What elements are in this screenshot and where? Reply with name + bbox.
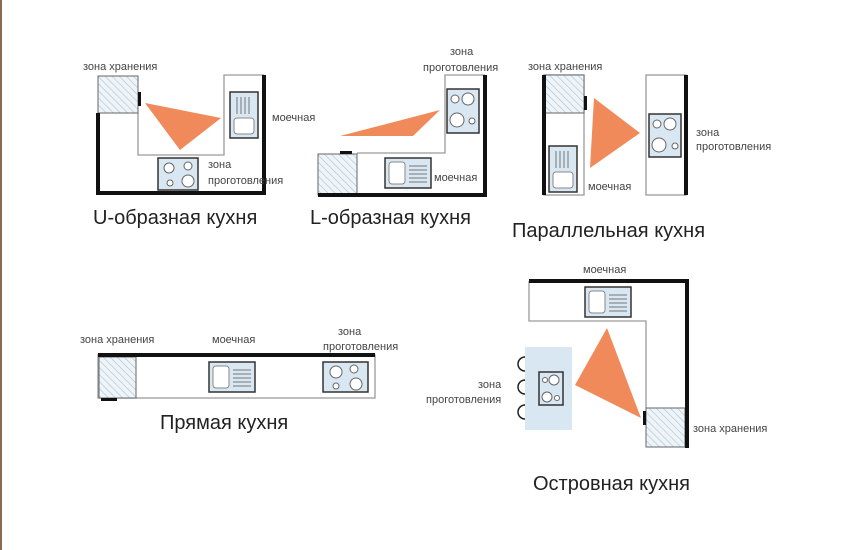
cooking-label-line2: проготовления <box>208 175 283 187</box>
cooking-label-line1: зона <box>208 159 232 171</box>
stove-icon <box>538 371 564 406</box>
cabinet-handle <box>138 92 141 106</box>
wall <box>318 75 487 197</box>
left-edge-line <box>0 0 2 550</box>
cooking-label-line1: зона <box>338 326 362 338</box>
cooking-label-line2: проготовления <box>426 394 501 406</box>
storage-cabinet <box>544 74 585 114</box>
sink-label: моечная <box>212 334 255 346</box>
wall <box>96 75 266 195</box>
storage-cabinet <box>317 153 358 196</box>
work-triangle <box>575 328 641 418</box>
work-triangle <box>145 103 221 150</box>
bar-stools <box>517 356 526 420</box>
cooking-label-line2: проготовления <box>323 341 398 353</box>
stove-icon <box>648 113 682 158</box>
parallel-kitchen-plan: зона хранения моечная зона проготовления… <box>512 61 771 242</box>
cabinet-handle <box>340 151 352 154</box>
sink-icon <box>384 157 432 189</box>
parallel-kitchen-title: Параллельная кухня <box>512 220 705 242</box>
wall <box>529 279 689 448</box>
cooking-label-line1: зона <box>478 379 502 391</box>
cabinet-handle <box>101 398 117 401</box>
cooking-label-line2: проготовления <box>423 62 498 74</box>
straight-kitchen-title: Прямая кухня <box>160 412 288 434</box>
sink-label: моечная <box>272 112 315 124</box>
island-kitchen-title: Островная кухня <box>533 473 690 495</box>
cabinet-handle <box>643 411 646 425</box>
stove-icon <box>446 88 480 134</box>
stove-icon <box>157 157 199 191</box>
sink-label: моечная <box>588 181 631 193</box>
u-kitchen-plan: зона хранения моечная зона проготовления… <box>83 61 315 229</box>
sink-label: моечная <box>583 264 626 276</box>
island-kitchen-plan: моечная зона проготовления зона хранения… <box>426 264 767 495</box>
sink-label: моечная <box>434 172 477 184</box>
sink-icon <box>584 286 632 318</box>
cabinet-handle <box>584 96 587 110</box>
sink-icon <box>229 91 259 139</box>
storage-cabinet <box>645 407 686 448</box>
storage-label: зона хранения <box>83 61 157 73</box>
cooking-label-line2: проготовления <box>696 141 771 153</box>
storage-cabinet <box>97 75 139 114</box>
sink-icon <box>548 145 578 193</box>
work-triangle <box>590 98 640 168</box>
storage-cabinet <box>98 356 137 399</box>
straight-kitchen-plan: зона хранения моечная зона проготовления… <box>80 326 398 434</box>
cooking-label-line1: зона <box>450 46 474 58</box>
sink-icon <box>208 361 256 393</box>
l-kitchen-plan: зона проготовления моечная L-образная ку… <box>310 46 498 229</box>
stove-icon <box>322 361 369 393</box>
storage-label: зона хранения <box>80 334 154 346</box>
work-triangle <box>340 110 440 136</box>
cooking-label-line1: зона <box>696 127 720 139</box>
u-kitchen-title: U-образная кухня <box>93 207 257 229</box>
storage-label: зона хранения <box>528 61 602 73</box>
l-kitchen-title: L-образная кухня <box>310 207 471 229</box>
storage-label: зона хранения <box>693 423 767 435</box>
